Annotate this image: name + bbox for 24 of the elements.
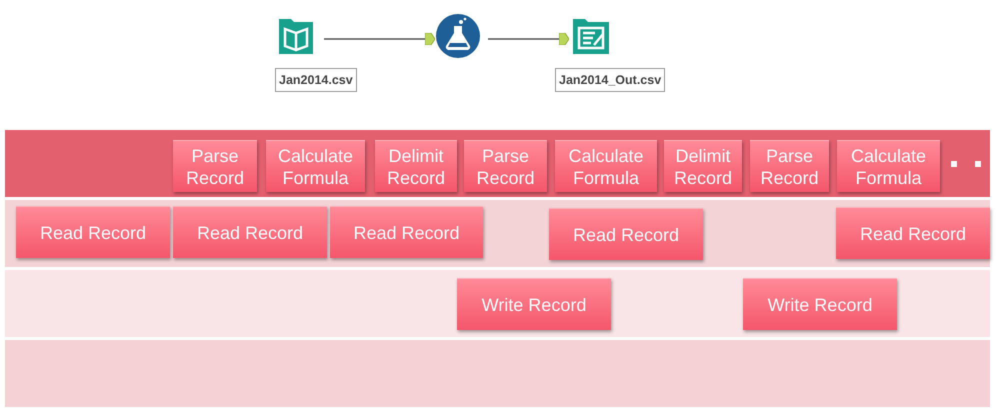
- task-box: Delimit Record: [375, 140, 457, 192]
- task-box: Write Record: [457, 278, 611, 330]
- task-box: Read Record: [549, 208, 703, 260]
- task-box: Read Record: [16, 206, 170, 258]
- task-box: Calculate Formula: [555, 140, 657, 192]
- connector: [488, 32, 570, 46]
- file-name-label: Jan2014_Out.csv: [555, 68, 666, 92]
- task-box: Parse Record: [750, 140, 829, 192]
- task-box: Calculate Formula: [837, 140, 940, 192]
- task-box: Parse Record: [173, 140, 257, 192]
- task-box: Read Record: [173, 206, 327, 258]
- swimlane-band: [5, 340, 990, 407]
- swimlane-band: [5, 130, 990, 197]
- task-box: Read Record: [330, 206, 483, 258]
- flask-icon: [436, 14, 480, 58]
- swimlane-band: [5, 200, 990, 267]
- task-box: Delimit Record: [664, 140, 742, 192]
- task-box: Write Record: [743, 278, 897, 330]
- file-name-label: Jan2014.csv: [275, 68, 357, 92]
- task-box: Read Record: [836, 207, 990, 259]
- swimlane-band: [5, 270, 990, 337]
- connector: [324, 32, 436, 46]
- task-box: Calculate Formula: [266, 140, 365, 192]
- task-box: Parse Record: [464, 140, 547, 192]
